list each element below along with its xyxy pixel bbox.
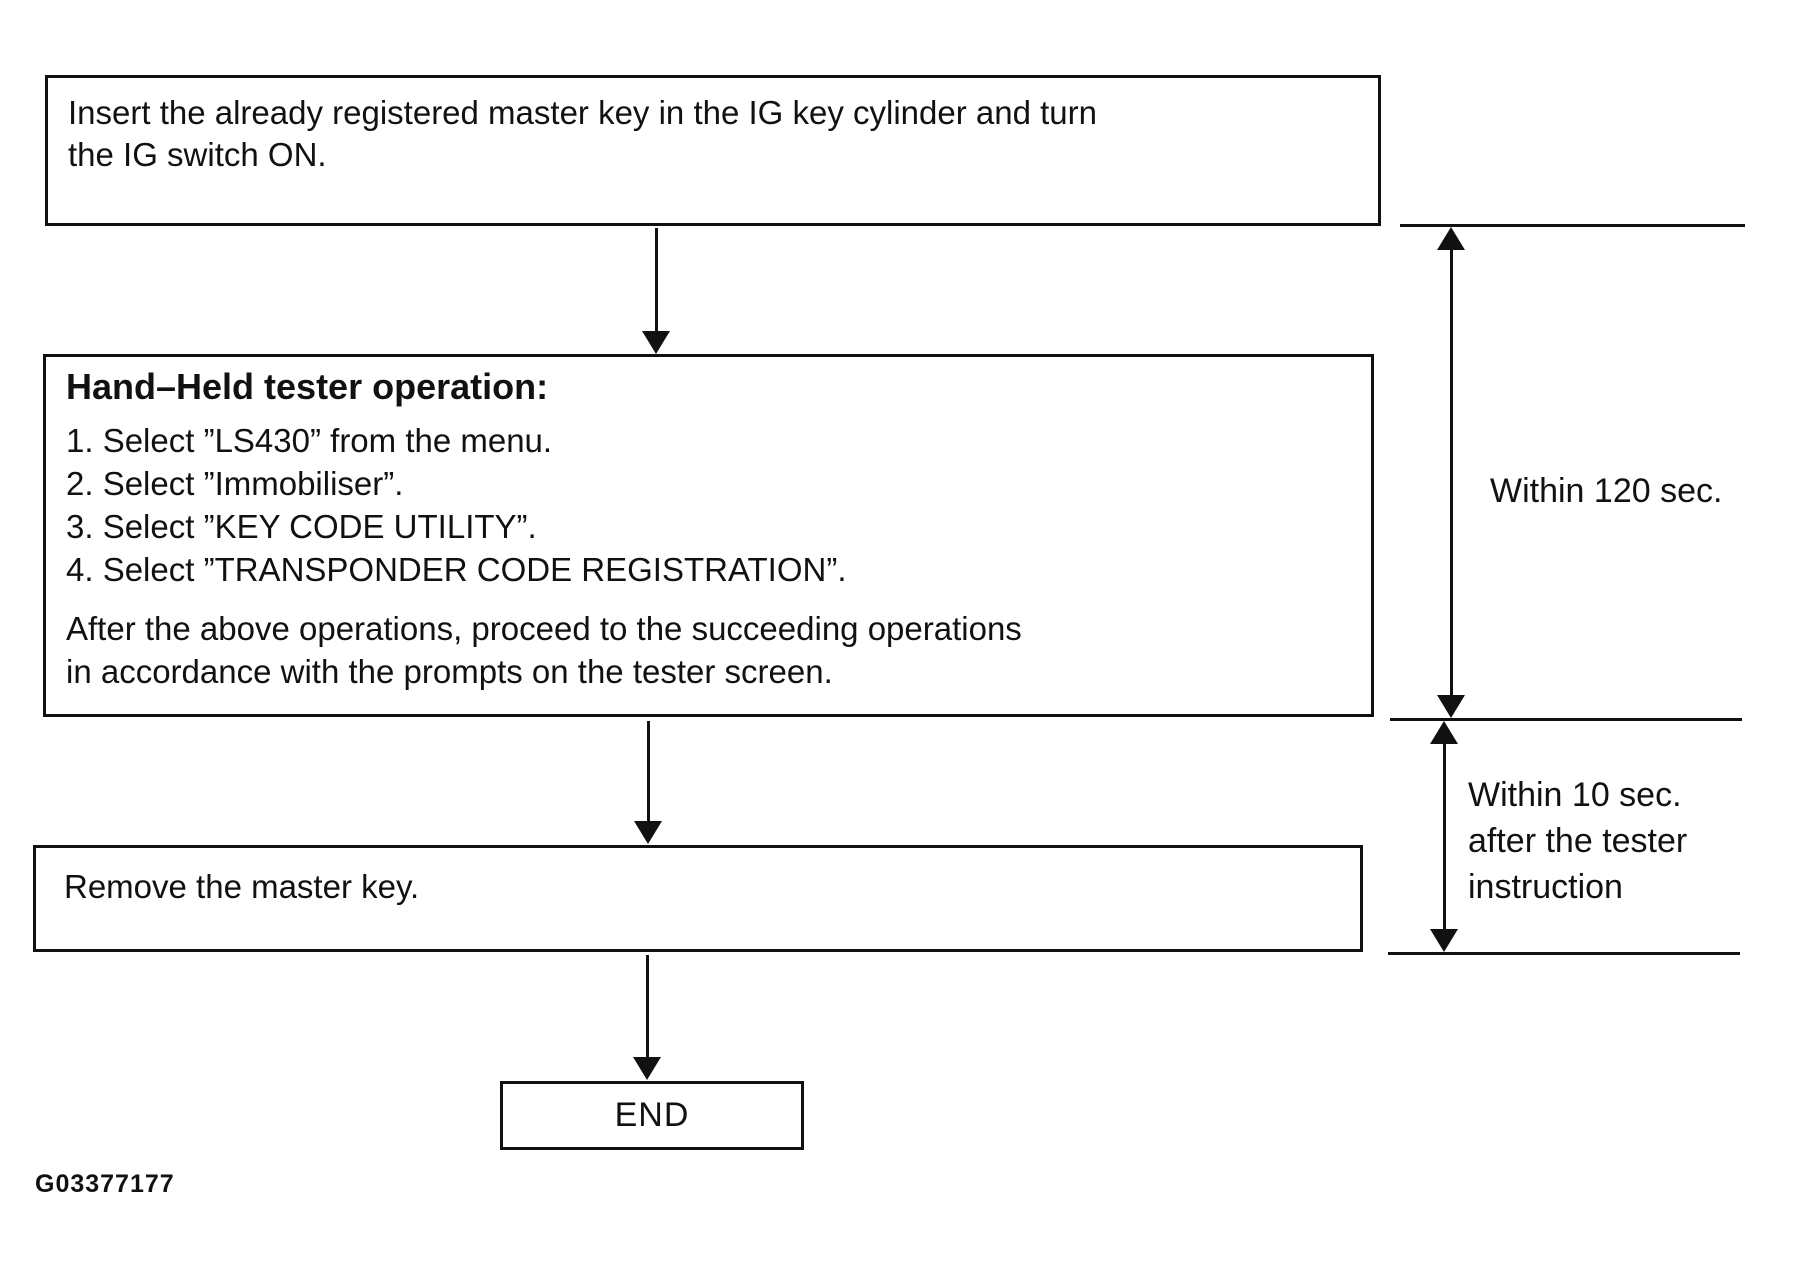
- reference-line-top: [1400, 224, 1745, 227]
- tester-step-3: 3. Select ”KEY CODE UTILITY”.: [66, 508, 537, 545]
- timing-arrow-120s-line: [1450, 248, 1453, 698]
- arrowhead-down-icon: [1437, 695, 1465, 718]
- tester-operation-title: Hand–Held tester operation:: [66, 366, 549, 407]
- timing-label-10s: Within 10 sec. after the tester instruct…: [1468, 772, 1687, 910]
- arrowhead-down-icon: [633, 1057, 661, 1080]
- tester-operation-note: After the above operations, proceed to t…: [66, 607, 1351, 693]
- reference-line-bottom: [1388, 952, 1740, 955]
- tester-note-line2: in accordance with the prompts on the te…: [66, 653, 833, 690]
- step3-text: Remove the master key.: [64, 868, 420, 905]
- step-box-remove-key: Remove the master key.: [33, 845, 1363, 952]
- connector-line-3: [646, 955, 649, 1059]
- end-label: END: [614, 1096, 690, 1134]
- connector-line-1: [655, 228, 658, 334]
- timing-label-10s-line3: instruction: [1468, 868, 1623, 906]
- tester-step-4: 4. Select ”TRANSPONDER CODE REGISTRATION…: [66, 551, 847, 588]
- tester-operation-steps: 1. Select ”LS430” from the menu. 2. Sele…: [66, 419, 1351, 591]
- figure-code: G03377177: [35, 1170, 175, 1198]
- step1-text-line1: Insert the already registered master key…: [68, 94, 1097, 131]
- reference-line-middle: [1390, 718, 1742, 721]
- end-box: END: [500, 1081, 804, 1150]
- tester-note-line1: After the above operations, proceed to t…: [66, 610, 1022, 647]
- timing-label-120s: Within 120 sec.: [1490, 472, 1723, 510]
- arrowhead-down-icon: [1430, 929, 1458, 952]
- arrowhead-up-icon: [1437, 227, 1465, 250]
- step-box-tester-operation: Hand–Held tester operation: 1. Select ”L…: [43, 354, 1374, 717]
- tester-step-1: 1. Select ”LS430” from the menu.: [66, 422, 553, 459]
- connector-line-2: [647, 721, 650, 824]
- step-box-insert-key: Insert the already registered master key…: [45, 75, 1381, 226]
- timing-label-10s-line1: Within 10 sec.: [1468, 776, 1682, 814]
- tester-step-2: 2. Select ”Immobiliser”.: [66, 465, 404, 502]
- arrowhead-up-icon: [1430, 721, 1458, 744]
- arrowhead-down-icon: [642, 331, 670, 354]
- timing-arrow-10s-line: [1443, 742, 1446, 932]
- step1-text-line2: the IG switch ON.: [68, 136, 327, 173]
- arrowhead-down-icon: [634, 821, 662, 844]
- timing-label-10s-line2: after the tester: [1468, 822, 1688, 860]
